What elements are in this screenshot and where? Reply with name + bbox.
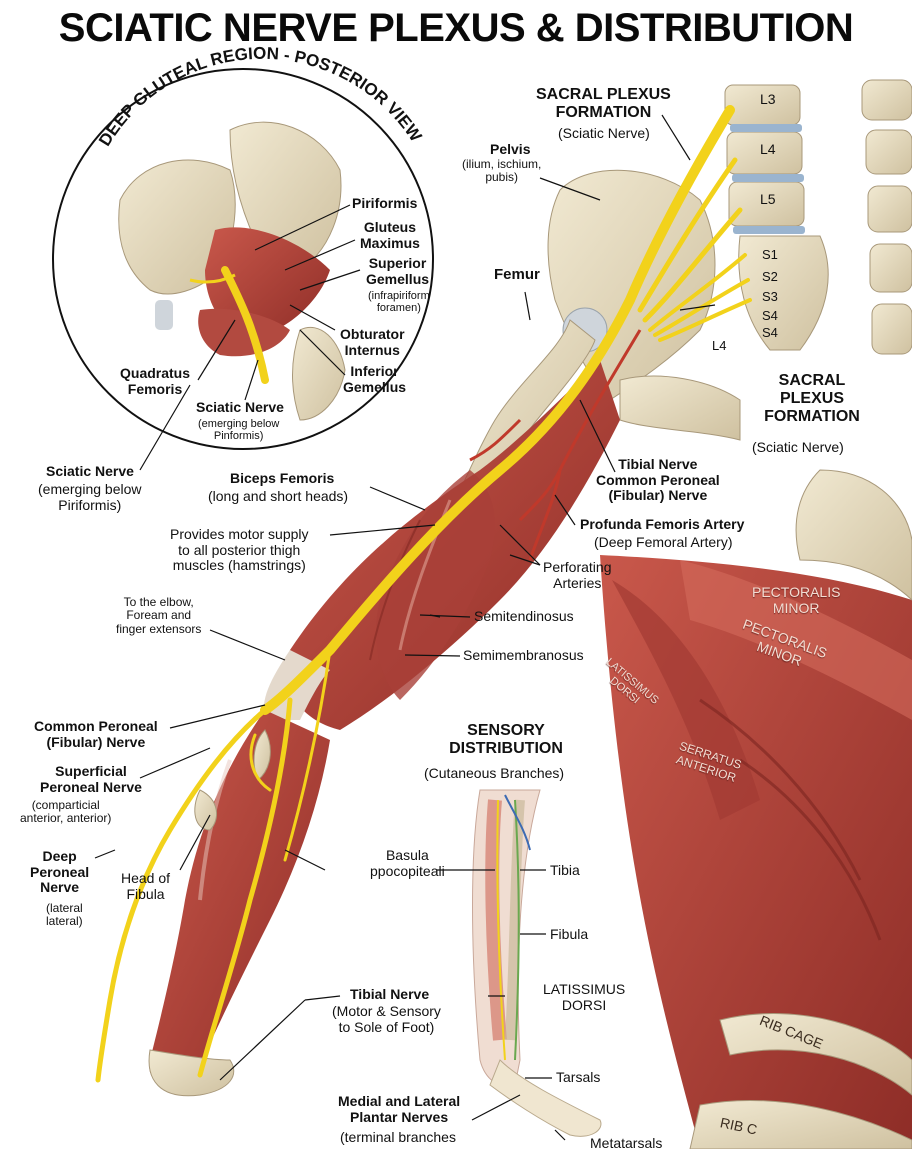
gluteal-inset <box>52 68 434 450</box>
label-fibula: Fibula <box>550 926 589 942</box>
sensory-leg <box>472 789 602 1137</box>
label-superior-gemellus: Superior Gemellus <box>366 255 430 287</box>
leader-lines <box>94 114 716 1141</box>
label-vertebra-l3: L3 <box>760 91 776 107</box>
label-quadratus-femoris: Quadratus Femoris <box>120 365 191 397</box>
label-sciatic-nerve-note: (emerging below Piriformis) <box>38 481 142 513</box>
label-gluteus-maximus: Gluteus Maximus <box>360 219 420 251</box>
label-inset-sciatic-note: (emerging below Pinformis) <box>198 418 280 443</box>
sciatic-nerve <box>95 105 752 1083</box>
label-semimembranosus: Semimembranosus <box>463 647 584 663</box>
side-plexus-heading: SACRAL PLEXUS FORMATION <box>764 372 860 425</box>
label-femur: Femur <box>494 266 540 283</box>
label-tarsals: Tarsals <box>556 1069 601 1085</box>
label-profunda: Profunda Femoris Artery <box>580 516 745 532</box>
label-sciatic-nerve: Sciatic Nerve <box>46 463 134 479</box>
label-plantar-nerves: Medial and Lateral Plantar Nerves <box>338 1093 461 1125</box>
sensory-heading: SENSORY DISTRIBUTION <box>449 722 563 757</box>
label-obturator-internus: Obturator Internus <box>340 326 405 358</box>
label-superficial-note: (comparticial anterior, anterior) <box>20 798 112 826</box>
label-inset-sciatic-nerve: Sciatic Nerve <box>196 399 284 415</box>
label-metatarsals: Metatarsals <box>590 1135 663 1149</box>
label-deep-peroneal: Deep Peroneal Nerve <box>30 848 90 896</box>
label-sacral-s4: S4 <box>762 308 778 323</box>
label-semitendinosus: Semitendinosus <box>474 608 574 624</box>
label-sensory-latissimus: LATISSIMUS DORSI <box>543 981 626 1013</box>
label-perforating: Perforating Arteries <box>543 559 612 591</box>
label-sacral-s1: S1 <box>762 247 778 262</box>
label-vertebra-l5: L5 <box>760 191 776 207</box>
label-biceps-femoris: Biceps Femoris <box>230 470 335 486</box>
label-pectoralis-1: PECTORALIS MINOR <box>752 584 841 616</box>
lumbar-spine <box>724 84 829 351</box>
label-pelvis-note: (ilium, ischium, pubis) <box>462 157 542 185</box>
arteries <box>469 329 642 561</box>
inset-heading-text: DEEP GLUTEAL REGION - POSTERIOR VIEW <box>95 44 426 150</box>
sensory-heading-note: (Cutaneous Branches) <box>424 765 565 781</box>
side-plexus-note: (Sciatic Nerve) <box>752 439 844 455</box>
label-deep-note: (lateral lateral) <box>46 901 83 929</box>
plexus-heading: SACRAL PLEXUS FORMATION <box>536 86 671 121</box>
label-common-peroneal: Common Peroneal (Fibular) Nerve <box>34 718 158 750</box>
label-plantar-note: (terminal branches <box>340 1129 456 1145</box>
label-sacral-s3: S3 <box>762 289 778 304</box>
label-tibia: Tibia <box>550 862 580 878</box>
far-spine <box>861 79 912 355</box>
plexus-heading-note: (Sciatic Nerve) <box>558 125 650 141</box>
svg-text:DEEP GLUTEAL REGION - POSTERIO: DEEP GLUTEAL REGION - POSTERIOR VIEW <box>95 44 426 150</box>
label-tibial-nerve: Tibial Nerve <box>350 986 430 1002</box>
label-piriformis: Piriformis <box>352 195 418 211</box>
label-inferior-gemellus: Inferior Gemellus <box>343 363 407 395</box>
label-head-fibula: Head of Fibula <box>121 870 171 902</box>
label-elbow: To the elbow, Foream and finger extensor… <box>116 595 202 636</box>
label-sacral-s4b: S4 <box>762 325 778 340</box>
label-tibial-common: Tibial Nerve Common Peroneal (Fibular) N… <box>596 456 720 504</box>
page-title: SCIATIC NERVE PLEXUS & DISTRIBUTION <box>58 6 854 50</box>
label-biceps-note: (long and short heads) <box>208 488 349 504</box>
label-tibial-note: (Motor & Sensory to Sole of Foot) <box>332 1003 441 1035</box>
label-superior-gemellus-note: (infrapiriform foramen) <box>368 290 430 315</box>
label-sacral-s2: S2 <box>762 269 778 284</box>
label-profunda-note: (Deep Femoral Artery) <box>594 534 733 550</box>
label-root-l4: L4 <box>712 338 727 353</box>
label-basula: Basula ppocopiteali <box>370 847 445 879</box>
label-vertebra-l4: L4 <box>760 141 776 157</box>
rib-cage <box>689 469 912 1149</box>
torso-muscles <box>600 555 912 1149</box>
lower-leg <box>148 710 330 1097</box>
label-superficial-peroneal: Superficial Peroneal Nerve <box>40 763 142 795</box>
label-motor-supply: Provides motor supply to all posterior t… <box>170 526 309 574</box>
label-pelvis: Pelvis <box>490 141 531 157</box>
